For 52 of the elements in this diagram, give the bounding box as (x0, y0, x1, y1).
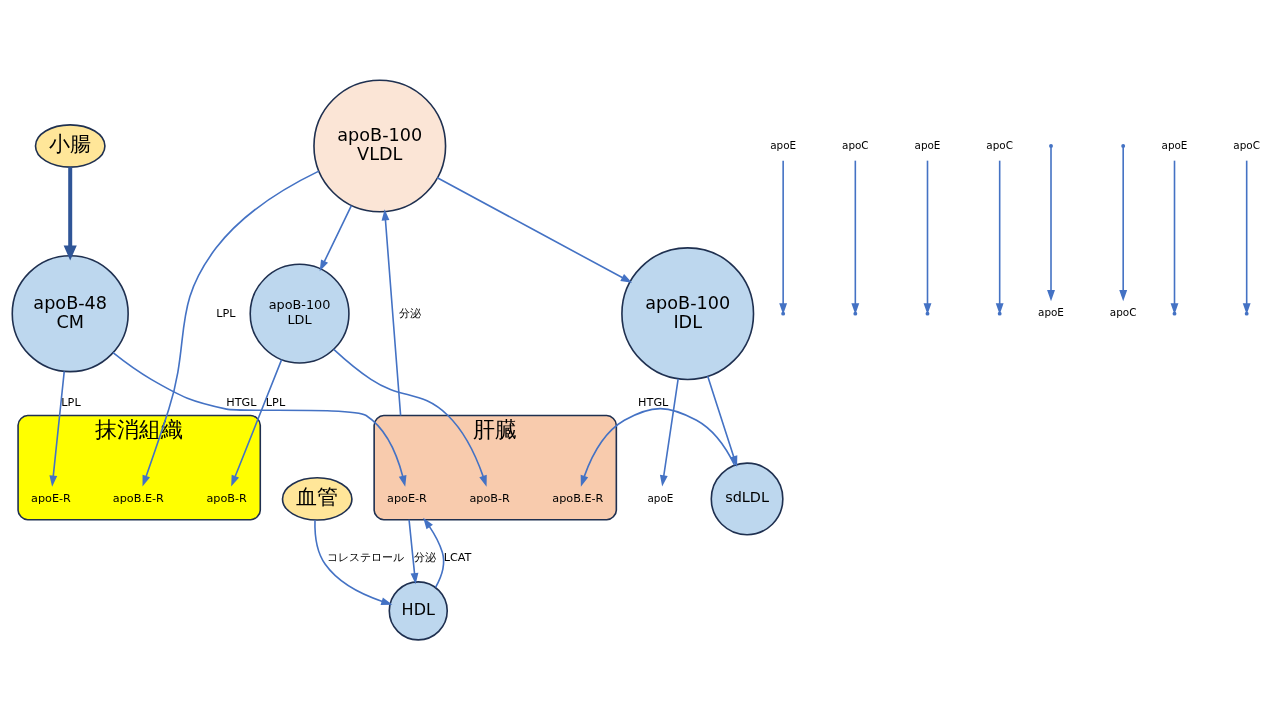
node-text: apoB-R (206, 491, 247, 505)
arrow (423, 517, 445, 589)
edge-label: コレステロール (326, 551, 404, 565)
node-circle: apoB-48 CM (11, 254, 129, 373)
edge-label: LCAT (443, 551, 472, 565)
node-text: apoB.E-R (552, 491, 604, 505)
arrow (319, 204, 353, 272)
node-text: apoE (647, 491, 674, 504)
arrow (436, 177, 633, 283)
arrow (580, 407, 736, 487)
node-text: apoE (914, 138, 941, 151)
node-circle: apoB-100 VLDL (313, 79, 447, 213)
node-text: apoC (842, 138, 869, 151)
arrow (381, 209, 402, 417)
node-ellipse: 血管 (281, 477, 353, 521)
edge-label: 分泌 (398, 306, 421, 320)
arrow (314, 519, 393, 606)
node-text: apoE (770, 138, 797, 151)
node-text: apoE-R (387, 491, 427, 505)
arrow (49, 370, 66, 487)
edge-label: LPL (265, 396, 286, 410)
node-circle: HDL (388, 581, 449, 641)
node-text: apoE (1161, 138, 1188, 151)
node-ellipse: 小腸 (34, 124, 106, 168)
arrow (1242, 159, 1251, 315)
arrow (1119, 146, 1128, 302)
node-circle: sdLDL (710, 462, 784, 536)
edge-label: LPL (61, 396, 81, 410)
arrow (779, 159, 788, 315)
arrow (659, 378, 679, 487)
node-text: apoC (986, 138, 1013, 151)
node-circle: apoB-100 LDL (249, 263, 350, 364)
edge-label: HTGL (638, 396, 669, 410)
arrow (1047, 146, 1055, 302)
edge-label: HTGL (226, 396, 257, 410)
node-text: apoB.E-R (112, 491, 164, 505)
edge-label: 分泌 (414, 551, 437, 565)
node-text: apoE-R (31, 491, 71, 505)
arrow (851, 159, 860, 315)
arrow (408, 518, 419, 585)
node-text: apoE (1038, 306, 1064, 319)
arrow (231, 358, 283, 487)
arrow (142, 170, 320, 487)
arrow (332, 348, 487, 487)
arrow (706, 375, 738, 468)
node-text: apoC (1109, 306, 1137, 319)
node-text: apoC (1233, 138, 1260, 151)
node-text: apoB-R (469, 491, 510, 505)
arrow (63, 167, 77, 261)
arrow (995, 159, 1004, 315)
edge-label: LPL (216, 306, 236, 320)
arrow (112, 351, 407, 487)
